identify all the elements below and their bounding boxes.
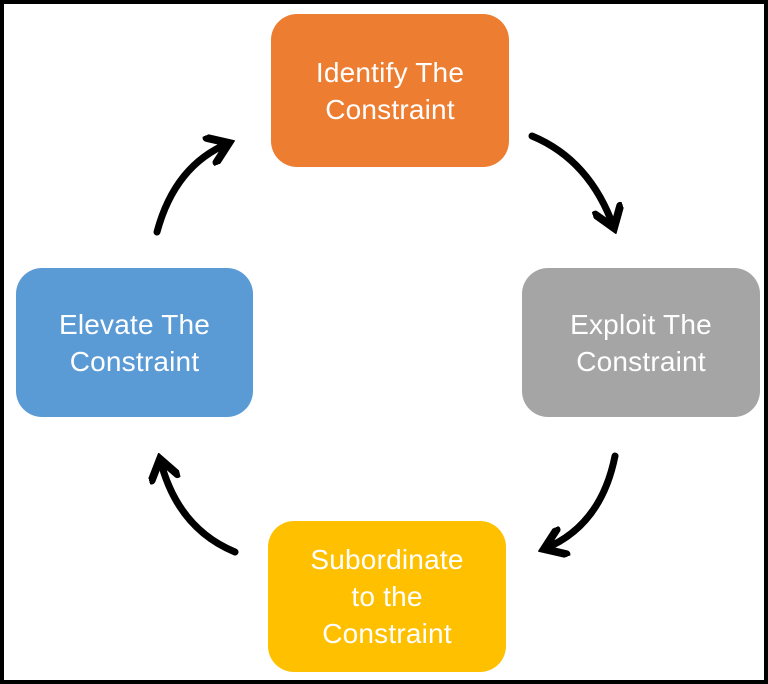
node-exploit-the-constraint: Exploit The Constraint [522,268,760,417]
arrow-subordinate-to-elevate [160,459,239,556]
node-label-line: Subordinate [310,544,464,575]
arrow-identify-to-exploit [528,132,614,228]
node-subordinate-to-the-constraint: Subordinate to the Constraint [268,521,506,672]
node-label-line: Identify The [315,56,465,88]
node-label-line: to the [351,581,423,612]
node-label-line: Constraint [69,345,200,377]
node-label-line: Elevate The [58,308,211,340]
node-label-line: Constraint [325,93,455,125]
node-elevate-the-constraint: Elevate The Constraint [16,268,253,417]
node-label-line: Constraint [322,618,452,649]
node-identify-the-constraint: Identify The Constraint [271,14,509,167]
node-label-line: Constraint [576,345,706,377]
arrow-elevate-to-identify [153,143,229,236]
node-label-line: Exploit The [570,308,712,340]
arrow-exploit-to-subordinate [544,452,619,549]
